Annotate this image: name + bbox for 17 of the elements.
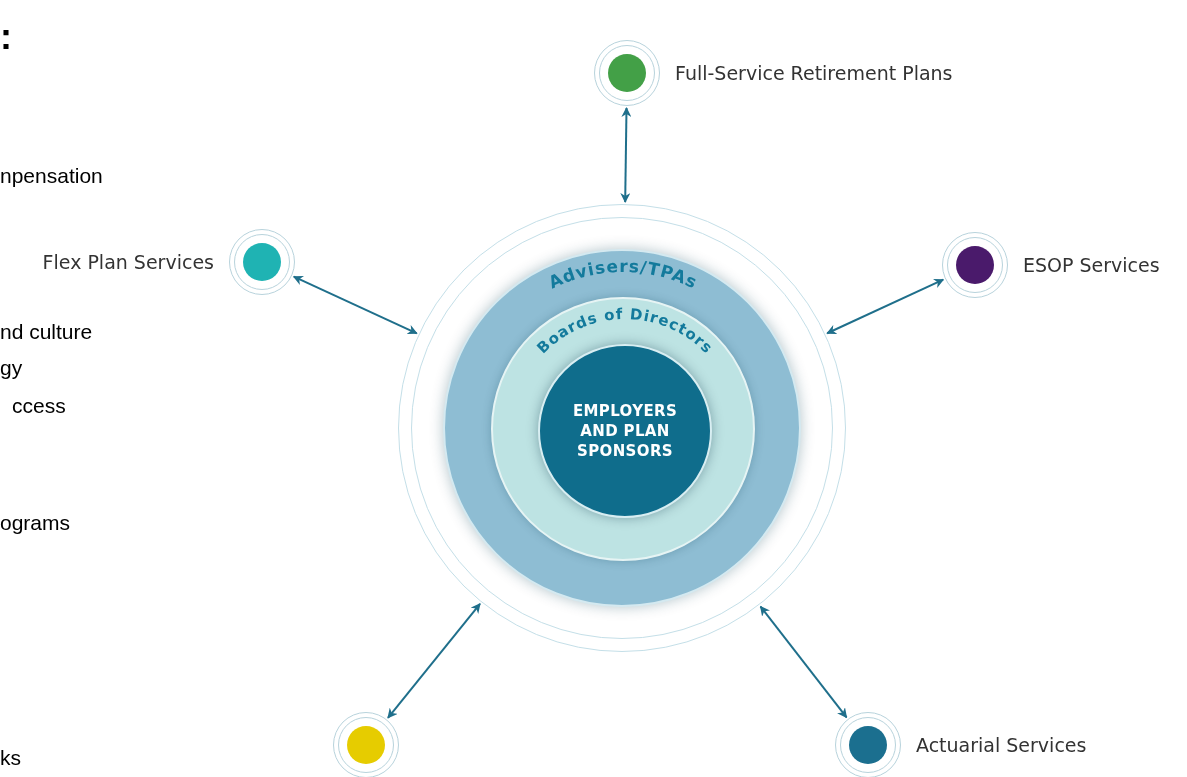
text-fragment: : <box>0 15 12 59</box>
double-arrow <box>387 602 481 719</box>
ring-label: Advisers/TPAs <box>545 255 701 293</box>
text-fragment: ccess <box>12 393 66 419</box>
text-fragment: ks <box>0 745 21 771</box>
service-node <box>333 712 399 777</box>
node-text: EMPLOYERS AND PLAN SPONSORS <box>571 401 679 461</box>
text-fragment: ograms <box>0 510 71 536</box>
service-label: Flex Plan Services <box>42 249 214 275</box>
service-label: Actuarial Services <box>916 732 1087 758</box>
text-fragment: nd culture <box>0 319 93 345</box>
service-label: ESOP Services <box>1023 252 1160 278</box>
text-fragment: gy <box>0 355 23 381</box>
double-arrow <box>620 107 632 203</box>
text-fragment: npensation <box>0 163 103 189</box>
service-label: Full-Service Retirement Plans <box>675 60 953 86</box>
double-arrow <box>759 605 848 719</box>
